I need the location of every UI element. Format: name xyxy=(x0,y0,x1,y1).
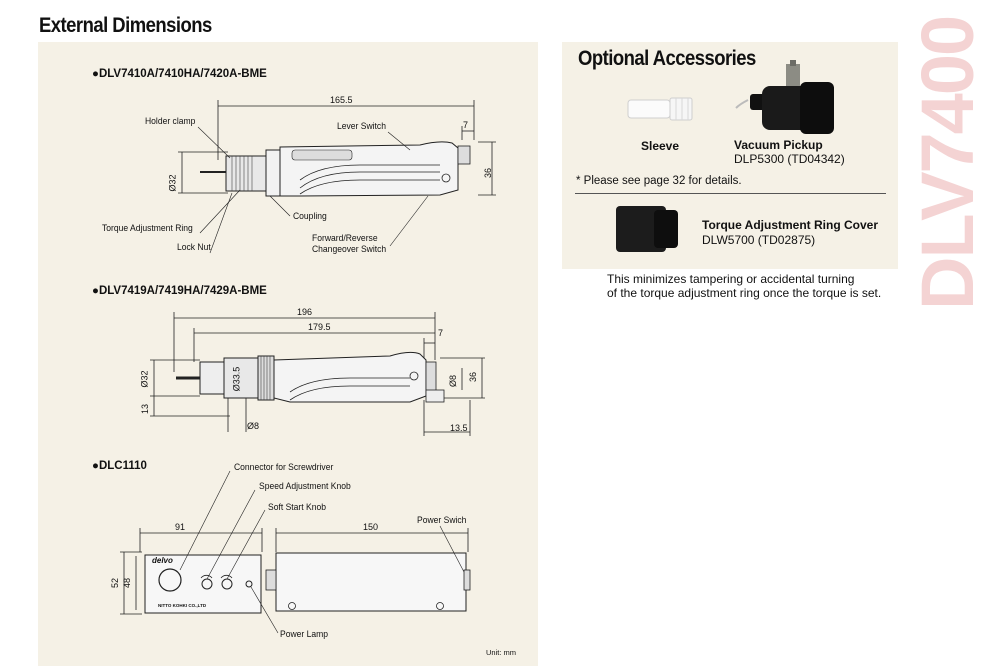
accessories-note: * Please see page 32 for details. xyxy=(576,175,742,187)
unit-label: Unit: mm xyxy=(486,648,516,657)
model2-name: ●DLV7419A/7419HA/7429A-BME xyxy=(92,285,267,297)
ring-cover-image xyxy=(616,206,678,252)
callout-lock-nut: Lock Nut xyxy=(177,242,211,253)
model2-dim-end: 7 xyxy=(438,328,444,338)
ring-cover-name: Torque Adjustment Ring Cover xyxy=(702,218,879,232)
ring-cover-description-line2: of the torque adjustment ring once the t… xyxy=(607,286,882,300)
model2-dim-body: 179.5 xyxy=(308,322,331,332)
model3-dim-front-width: 91 xyxy=(175,522,186,532)
callout-speed-knob: Speed Adjustment Knob xyxy=(259,481,351,492)
callout-soft-start: Soft Start Knob xyxy=(268,502,326,513)
callout-torque-ring: Torque Adjustment Ring xyxy=(102,223,193,234)
callout-power-lamp: Power Lamp xyxy=(280,629,329,640)
optional-accessories-title: Optional Accessories xyxy=(578,47,756,70)
callout-fr-switch-line1: Forward/Reverse xyxy=(312,233,378,244)
model2-drawing xyxy=(150,312,485,436)
vacuum-pickup-image xyxy=(735,60,834,134)
ring-cover-code: DLW5700 (TD02875) xyxy=(702,233,816,247)
model2-dim-dia8-bottom: Ø8 xyxy=(247,421,260,431)
ring-cover-description-line1: This minimizes tampering or accidental t… xyxy=(607,272,855,286)
model1-drawing xyxy=(178,100,496,254)
callout-power-switch: Power Swich xyxy=(417,515,467,526)
callout-coupling: Coupling xyxy=(293,211,327,222)
accessory-sleeve-name: Sleeve xyxy=(641,139,680,153)
model1-dim-length: 165.5 xyxy=(330,95,353,105)
model3-dim-side-width: 150 xyxy=(363,522,379,532)
callout-connector: Connector for Screwdriver xyxy=(234,462,334,473)
callout-lever-switch: Lever Switch xyxy=(337,121,386,132)
device-brand-logo: delvo xyxy=(152,556,173,565)
callout-holder-clamp: Holder clamp xyxy=(145,116,196,127)
accessory-vacuum-name: Vacuum Pickup xyxy=(734,138,823,152)
accessories-divider xyxy=(575,193,886,194)
model3-name: ●DLC1110 xyxy=(92,460,147,472)
external-dimensions-title: External Dimensions xyxy=(39,14,212,37)
model1-name: ●DLV7410A/7410HA/7420A-BME xyxy=(92,68,267,80)
callout-fr-switch-line2: Changeover Switch xyxy=(312,244,387,255)
accessory-vacuum-code: DLP5300 (TD04342) xyxy=(734,152,845,166)
model2-dim-w135: 13.5 xyxy=(450,423,468,433)
model2-dim-total: 196 xyxy=(297,307,313,317)
model1-dim-end: 7 xyxy=(463,120,469,130)
sleeve-image xyxy=(627,97,693,121)
model3-drawing xyxy=(120,470,471,634)
device-maker-label: NITTO KOHKI CO.,LTD xyxy=(158,603,207,608)
